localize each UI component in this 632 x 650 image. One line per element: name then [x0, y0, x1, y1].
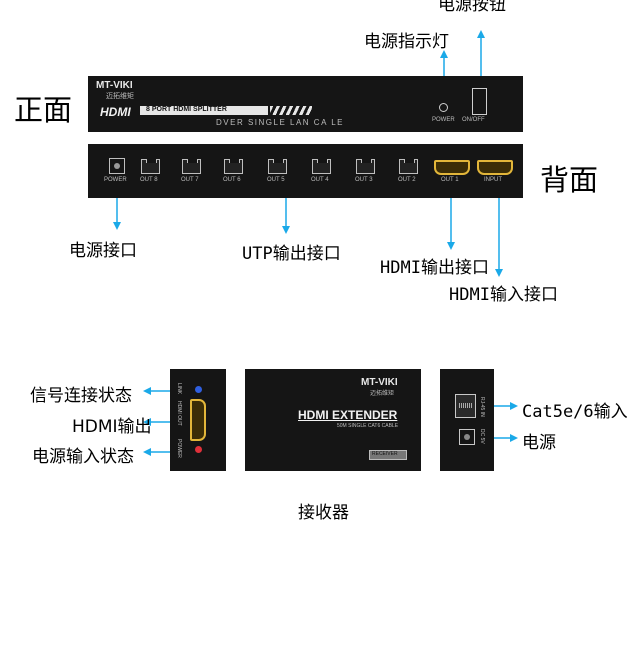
- receiver-right-panel: RJ-45 IN DC 5V: [440, 369, 494, 471]
- power-port-label: 电源接口: [69, 241, 137, 261]
- power-text: POWER: [176, 439, 182, 458]
- receiver-title: HDMI EXTENDER: [298, 408, 398, 422]
- hdmi-out-interface-label: HDMI输出接口: [380, 258, 489, 278]
- product-line-bar: 8 PORT HDMI SPLITTER: [140, 106, 268, 115]
- product-line: 8 PORT HDMI SPLITTER: [146, 106, 227, 113]
- signal-status-label: 信号连接状态: [30, 386, 132, 406]
- receiver-front-panel: MT-VIKI 迈拓维矩 HDMI EXTENDER 50M SINGLE CA…: [245, 369, 421, 471]
- rj45-port-out8[interactable]: [141, 159, 160, 174]
- rj45-port-out2[interactable]: [399, 159, 418, 174]
- brand-logo: MT-VIKI: [96, 80, 133, 91]
- out8-label: OUT 8: [140, 177, 158, 183]
- rj45-in-text: RJ-45 IN: [479, 397, 485, 417]
- dc-power-port: [109, 158, 125, 174]
- power-led: [195, 446, 202, 453]
- dc-text: DC 5V: [479, 429, 485, 444]
- utp-out-label: UTP输出接口: [242, 244, 341, 264]
- receiver-left-panel: LINK HDMI OUT POWER: [170, 369, 226, 471]
- hdmi-logo: HDMI: [100, 105, 131, 119]
- receiver-badge: RECEIVER: [369, 450, 407, 460]
- hdmi-in-label: INPUT: [484, 177, 502, 183]
- rj45-port-out7[interactable]: [182, 159, 201, 174]
- link-text: LINK: [176, 383, 182, 395]
- hdmi-output-label: HDMI输出: [72, 417, 152, 437]
- splitter-back-panel: POWER OUT 8 OUT 7 OUT 6 OUT 5 OUT 4 OUT …: [88, 144, 523, 198]
- rj45-port-out5[interactable]: [268, 159, 287, 174]
- rj45-pins: [459, 403, 472, 408]
- hdmi-out-label: OUT 1: [441, 177, 459, 183]
- receiver-dc-port[interactable]: [459, 429, 475, 445]
- front-power-label: POWER: [432, 117, 455, 123]
- onoff-label: ON/OFF: [462, 117, 485, 123]
- splitter-front-panel: MT-VIKI 迈拓维矩 HDMI 8 PORT HDMI SPLITTER D…: [88, 76, 523, 132]
- out4-label: OUT 4: [311, 177, 329, 183]
- out7-label: OUT 7: [181, 177, 199, 183]
- rj45-port-out4[interactable]: [312, 159, 331, 174]
- back-label: 背面: [540, 163, 599, 197]
- power-indicator-led: [439, 103, 448, 112]
- front-subtitle: DVER SINGLE LAN CA LE: [216, 118, 344, 127]
- receiver-dc-pin: [464, 434, 470, 440]
- power-status-label: 电源输入状态: [32, 447, 134, 467]
- out6-label: OUT 6: [223, 177, 241, 183]
- hdmi-out-text: HDMI OUT: [176, 401, 182, 426]
- rj45-port-out6[interactable]: [224, 159, 243, 174]
- receiver-caption: 接收器: [298, 503, 349, 523]
- link-led: [195, 386, 202, 393]
- receiver-brand-logo: MT-VIKI: [361, 377, 398, 388]
- dc-power-pin: [114, 163, 120, 169]
- brand-sub: 迈拓维矩: [106, 93, 134, 100]
- out2-label: OUT 2: [398, 177, 416, 183]
- hdmi-in-interface-label: HDMI输入接口: [449, 285, 558, 305]
- receiver-rj45-port[interactable]: [455, 394, 476, 418]
- receiver-hdmi-port[interactable]: [190, 399, 206, 441]
- hdmi-in-port[interactable]: [477, 160, 513, 175]
- stripe-decoration: [270, 106, 312, 115]
- back-power-label: POWER: [104, 177, 127, 183]
- cat-input-label: Cat5e/6输入: [522, 402, 628, 422]
- out3-label: OUT 3: [355, 177, 373, 183]
- power-button[interactable]: [472, 88, 487, 115]
- receiver-power-label: 电源: [522, 433, 556, 453]
- power-indicator-label: 电源指示灯: [364, 32, 449, 52]
- out5-label: OUT 5: [267, 177, 285, 183]
- rj45-port-out3[interactable]: [356, 159, 375, 174]
- receiver-subtitle: 50M SINGLE CAT6 CABLE: [337, 423, 399, 429]
- receiver-brand-sub: 迈拓维矩: [370, 391, 395, 397]
- hdmi-out-port[interactable]: [434, 160, 470, 175]
- front-label: 正面: [14, 93, 73, 127]
- receiver-badge-text: RECEIVER: [372, 451, 398, 457]
- power-button-label: 电源按钮: [438, 0, 506, 15]
